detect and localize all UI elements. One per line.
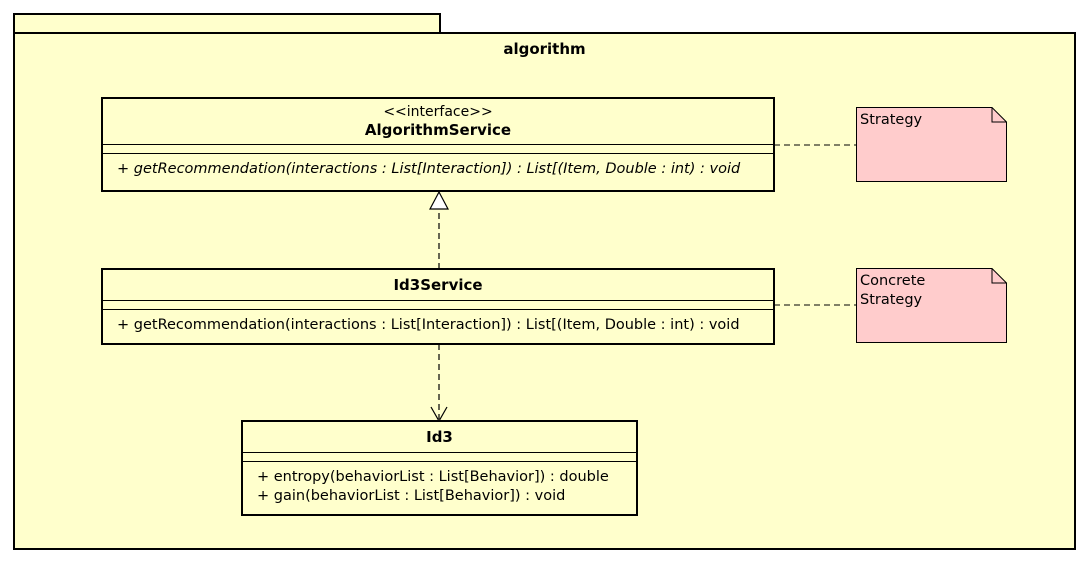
class-operations-compartment: + entropy(behaviorList : List[Behavior])… xyxy=(243,462,636,512)
note-line: Concrete xyxy=(860,273,926,289)
class-name: Id3 xyxy=(426,428,453,446)
operation: + gain(behaviorList : List[Behavior]) : … xyxy=(257,488,566,504)
note-shape xyxy=(856,268,1007,343)
operation: + getRecommendation(interactions : List[… xyxy=(117,161,741,177)
class-stereotype: <<interface>> xyxy=(383,104,493,120)
note-line: Strategy xyxy=(860,112,923,128)
class-attributes-compartment xyxy=(103,145,773,154)
class-header: Id3 xyxy=(243,422,636,453)
class-name: AlgorithmService xyxy=(364,121,512,139)
class-name: Id3Service xyxy=(393,276,483,294)
class-attributes-compartment xyxy=(243,453,636,462)
package-name: algorithm xyxy=(503,40,586,58)
note-shape xyxy=(856,107,1007,182)
class-header: <<interface>> AlgorithmService xyxy=(103,99,773,145)
class-id3-service[interactable]: Id3Service + getRecommendation(interacti… xyxy=(101,268,775,345)
class-operations-compartment: + getRecommendation(interactions : List[… xyxy=(103,154,773,185)
operation: + entropy(behaviorList : List[Behavior])… xyxy=(257,469,609,485)
note-text: Strategy xyxy=(860,111,922,130)
note-concrete-strategy[interactable]: Concrete Strategy xyxy=(856,268,1007,343)
note-line: Strategy xyxy=(860,292,923,308)
note-text: Concrete Strategy xyxy=(860,272,925,310)
class-id3[interactable]: Id3 + entropy(behaviorList : List[Behavi… xyxy=(241,420,638,516)
class-header: Id3Service xyxy=(103,270,773,301)
class-algorithm-service[interactable]: <<interface>> AlgorithmService + getReco… xyxy=(101,97,775,192)
class-operations-compartment: + getRecommendation(interactions : List[… xyxy=(103,310,773,341)
note-strategy[interactable]: Strategy xyxy=(856,107,1007,182)
package-tab xyxy=(13,13,441,33)
class-attributes-compartment xyxy=(103,301,773,310)
operation: + getRecommendation(interactions : List[… xyxy=(117,317,740,333)
realization-arrowhead xyxy=(429,190,449,210)
